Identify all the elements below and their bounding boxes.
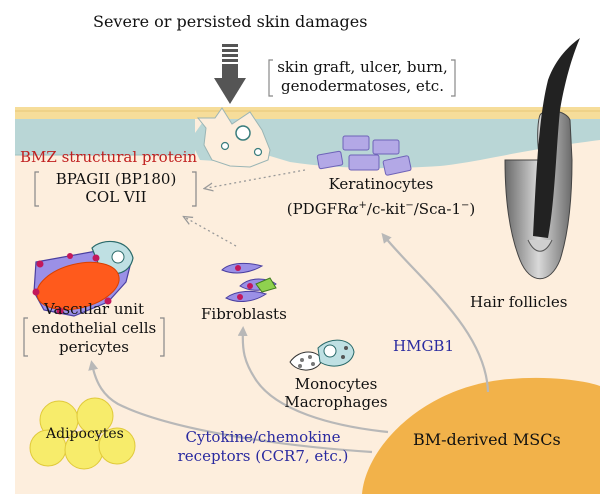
stratum-corneum-layer bbox=[15, 107, 600, 119]
monocyte-macrophage-cells bbox=[289, 339, 355, 371]
receptors-label: Cytokine/chemokine receptors (CCR7, etc.… bbox=[163, 428, 363, 466]
vascular-unit-illustration bbox=[32, 240, 134, 317]
marker-close: ) bbox=[469, 200, 476, 218]
bmz-proteins: BPAGII (BP180) COL VII bbox=[40, 170, 192, 206]
msc-label: BM-derived MSCs bbox=[413, 430, 561, 449]
adipocyte-cells bbox=[29, 397, 136, 470]
bmz-heading: BMZ structural protein bbox=[20, 148, 198, 166]
causes-line2: genodermatoses, etc. bbox=[281, 77, 444, 95]
monocytes-line1: Monocytes bbox=[294, 375, 378, 393]
adipocytes-label: Adipocytes bbox=[46, 426, 124, 442]
damage-causes: skin graft, ulcer, burn, genodermatoses,… bbox=[275, 58, 450, 96]
marker-minus2: − bbox=[461, 200, 470, 211]
marker-open: (PDGFR bbox=[286, 200, 349, 218]
wound-crater bbox=[196, 107, 271, 168]
bmz-line1: BPAGII (BP180) bbox=[55, 170, 177, 188]
receptors-line2: receptors (CCR7, etc.) bbox=[177, 447, 349, 465]
marker-sca: /Sca-1 bbox=[413, 200, 462, 218]
keratinocyte-cells bbox=[316, 135, 412, 176]
msc-to-keratinocytes-arrow bbox=[381, 232, 490, 393]
epidermis-layer bbox=[15, 119, 600, 169]
keratinocytes-label: Keratinocytes (PDGFRα+/c-kit−/Sca-1−) bbox=[262, 174, 500, 220]
receptors-line1: Cytokine/chemokine bbox=[185, 428, 341, 446]
marker-ckit: /c-kit bbox=[366, 200, 406, 218]
marker-alpha: α bbox=[348, 200, 359, 218]
fibroblasts-label: Fibroblasts bbox=[201, 305, 287, 323]
hair-follicle-illustration bbox=[504, 38, 580, 280]
hair-follicles-label: Hair follicles bbox=[470, 293, 568, 311]
vascular-line2: endothelial cells bbox=[31, 319, 157, 337]
damage-arrow bbox=[214, 44, 246, 104]
marker-minus1: − bbox=[405, 200, 414, 211]
monocytes-label: Monocytes Macrophages bbox=[274, 375, 398, 411]
vascular-line1: Vascular unit bbox=[44, 300, 144, 318]
vascular-unit-label: Vascular unit endothelial cells pericyte… bbox=[26, 300, 162, 357]
keratinocytes-markers: (PDGFRα+/c-kit−/Sca-1−) bbox=[262, 195, 500, 220]
keratinocytes-name: Keratinocytes bbox=[328, 175, 434, 193]
damage-title: Severe or persisted skin damages bbox=[93, 12, 368, 31]
causes-line1: skin graft, ulcer, burn, bbox=[277, 58, 448, 76]
msc-to-vascular-arrow bbox=[88, 360, 373, 454]
bmz-line2: COL VII bbox=[85, 188, 147, 206]
msc-mound bbox=[362, 377, 600, 494]
marker-plus: + bbox=[358, 200, 367, 211]
vascular-line3: pericytes bbox=[59, 338, 129, 356]
fibroblast-cells bbox=[221, 262, 277, 302]
msc-to-fibroblasts-arrow bbox=[237, 326, 389, 434]
keratinocyte-to-bmz-arrow bbox=[207, 169, 306, 188]
hmgb1-label: HMGB1 bbox=[393, 337, 454, 355]
monocytes-line2: Macrophages bbox=[284, 393, 388, 411]
